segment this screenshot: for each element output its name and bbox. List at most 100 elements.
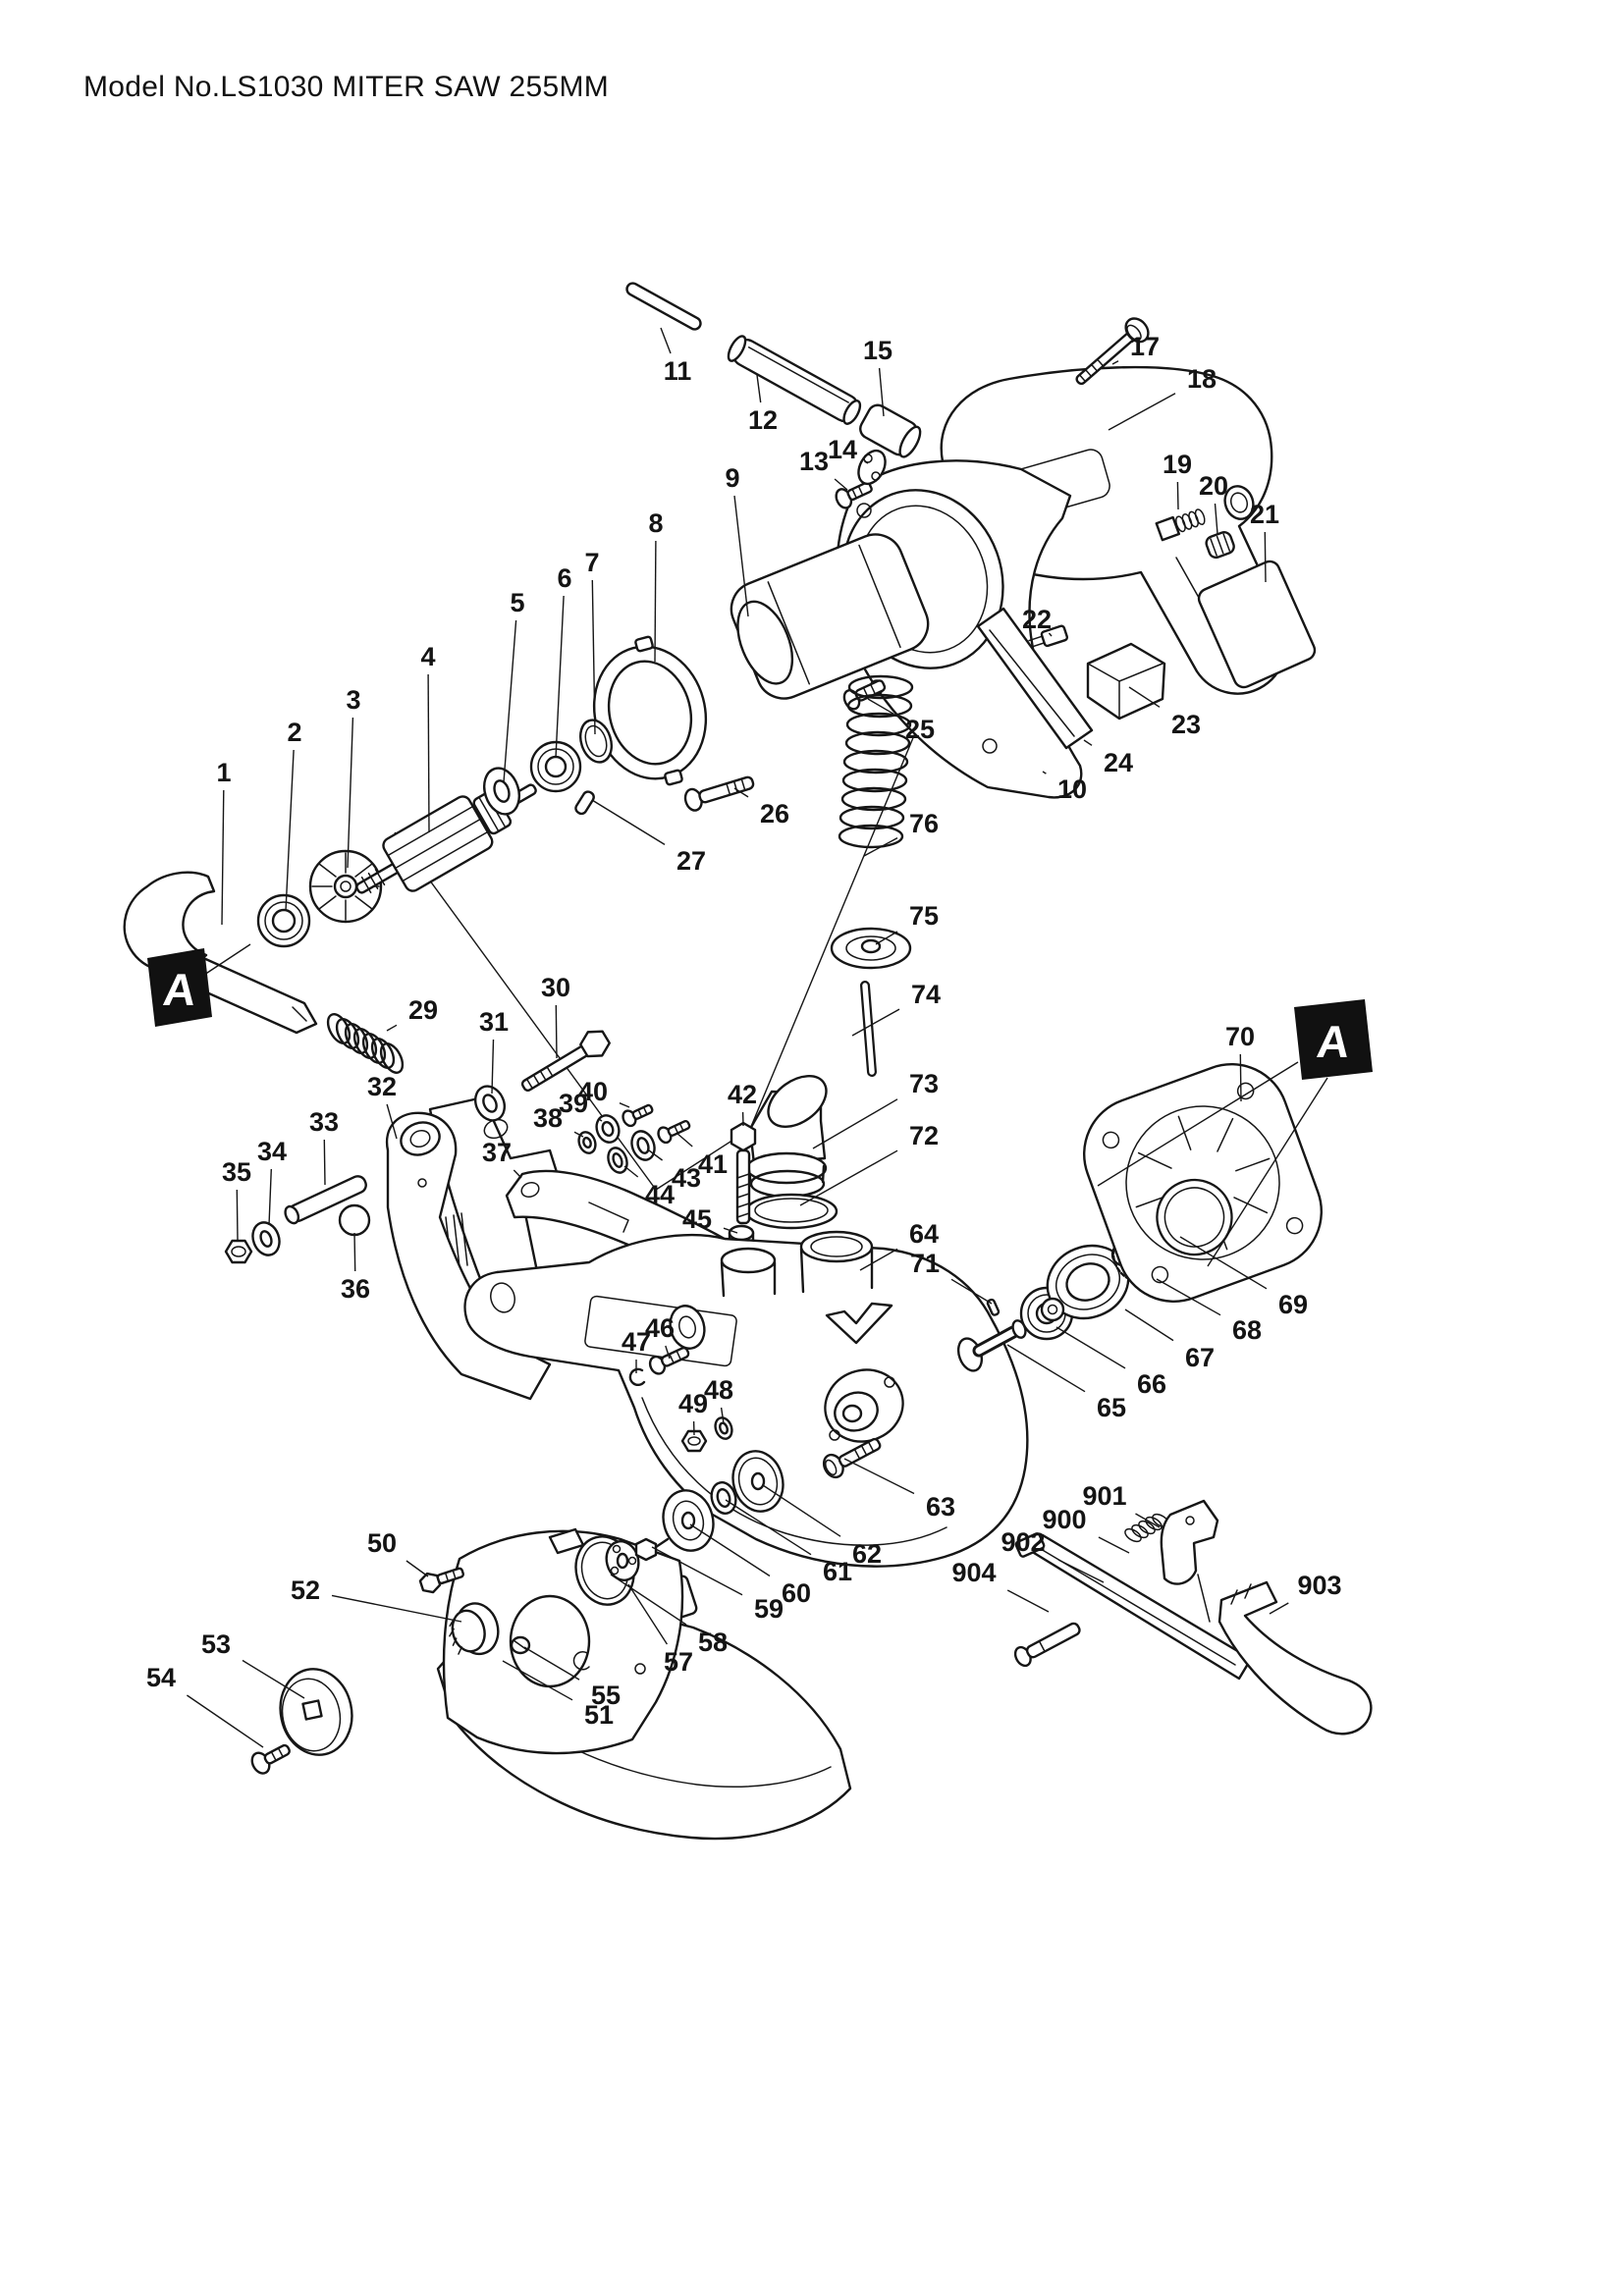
leader-line-48	[720, 1407, 725, 1424]
leader-line-69	[1179, 1236, 1268, 1290]
leader-line-67	[1124, 1308, 1174, 1342]
leader-line-900	[1098, 1536, 1130, 1554]
part-72-oring	[744, 1193, 839, 1230]
part-label-65: 65	[1097, 1393, 1126, 1422]
leader-line-66	[1055, 1326, 1126, 1369]
part-70-gear-housing-cover	[1082, 1062, 1324, 1304]
part-label-54: 54	[146, 1663, 176, 1692]
exploded-view-art	[123, 282, 1373, 1841]
part-3-fan	[308, 849, 383, 924]
leader-line-3	[347, 717, 354, 869]
part-label-25: 25	[905, 715, 935, 744]
leader-line-44	[623, 1165, 639, 1178]
leader-line-5	[503, 619, 517, 783]
part-label-41: 41	[698, 1149, 728, 1179]
part-label-14: 14	[828, 435, 857, 464]
diagram-title: Model No.LS1030 MITER SAW 255MM	[83, 71, 610, 103]
leader-line-71	[950, 1278, 993, 1305]
part-label-904: 904	[951, 1558, 996, 1587]
part-label-17: 17	[1130, 332, 1160, 361]
part-label-43: 43	[672, 1163, 701, 1193]
part-label-38: 38	[533, 1103, 563, 1133]
pivot-fasteners-38-44	[577, 1103, 691, 1174]
leader-line-25	[867, 698, 894, 715]
part-label-70: 70	[1225, 1022, 1255, 1051]
part-label-19: 19	[1163, 450, 1192, 479]
leader-line-29	[386, 1024, 398, 1032]
leader-line-50	[406, 1560, 429, 1577]
part-label-9: 9	[725, 463, 739, 493]
part-54-screw	[250, 1743, 291, 1775]
leader-line-903	[1269, 1602, 1289, 1615]
part-7-oring	[578, 719, 614, 764]
part-label-20: 20	[1199, 471, 1228, 501]
part-label-6: 6	[557, 563, 571, 593]
part-label-15: 15	[863, 336, 893, 365]
part-34-washer	[251, 1221, 281, 1256]
part-label-33: 33	[309, 1107, 339, 1137]
leader-line-61	[725, 1499, 812, 1556]
leader-line-51	[502, 1660, 573, 1701]
leader-line-23	[1128, 686, 1161, 708]
leader-line-46	[665, 1345, 671, 1360]
part-13-screw	[835, 481, 873, 509]
leader-line-12	[756, 374, 762, 403]
part-label-50: 50	[367, 1528, 397, 1558]
part-label-27: 27	[676, 846, 706, 876]
leader-line-18	[1108, 393, 1176, 431]
leader-line-9	[733, 495, 749, 617]
part-22-connector	[1028, 624, 1069, 648]
leader-line-27	[591, 799, 666, 845]
part-label-35: 35	[222, 1157, 251, 1187]
part-label-23: 23	[1171, 710, 1201, 739]
part-12-pipe	[727, 335, 862, 425]
part-label-74: 74	[911, 980, 941, 1009]
part-47-clip	[628, 1367, 646, 1387]
leader-line-45	[723, 1227, 738, 1234]
part-75-cap	[830, 927, 912, 970]
leader-line-74	[851, 1008, 900, 1037]
part-label-69: 69	[1278, 1290, 1308, 1319]
leader-line-63	[843, 1458, 915, 1495]
part-label-49: 49	[678, 1389, 708, 1418]
part-label-64: 64	[909, 1219, 939, 1249]
part-33-pin	[284, 1175, 367, 1225]
part-label-73: 73	[909, 1069, 939, 1098]
part-label-29: 29	[408, 995, 438, 1025]
leader-line-33	[323, 1139, 326, 1186]
part-label-58: 58	[698, 1628, 728, 1657]
part-label-47: 47	[622, 1327, 651, 1357]
leader-line-60	[689, 1523, 771, 1577]
leader-line-36	[353, 1232, 356, 1272]
part-49-nut	[680, 1429, 708, 1453]
leader-line-73	[812, 1098, 898, 1149]
part-19-carbon-brush	[1155, 508, 1206, 542]
part-label-34: 34	[257, 1137, 287, 1166]
leader-line-75	[875, 931, 898, 945]
part-label-63: 63	[926, 1492, 955, 1522]
leader-line-20	[1214, 503, 1218, 535]
leader-line-22	[1048, 632, 1053, 637]
part-74-rod	[860, 981, 877, 1077]
part-label-13: 13	[799, 447, 829, 476]
leader-line-7	[591, 579, 596, 735]
leader-line-41	[676, 1132, 693, 1148]
leader-line-15	[878, 367, 885, 417]
part-9-field	[730, 533, 930, 700]
leader-line-2	[285, 749, 295, 912]
leader-line-37	[513, 1169, 522, 1179]
leader-line-32	[386, 1103, 398, 1140]
part-label-26: 26	[760, 799, 789, 828]
leader-line-6	[555, 595, 565, 759]
part-53-disc	[279, 1668, 353, 1756]
part-label-3: 3	[346, 685, 360, 715]
leader-line-62	[762, 1484, 841, 1537]
leader-line-70	[1239, 1053, 1242, 1102]
part-11-rod	[625, 282, 702, 331]
part-label-32: 32	[367, 1072, 397, 1101]
leader-line-34	[268, 1168, 272, 1226]
leader-line-65	[1006, 1344, 1086, 1393]
part-label-61: 61	[823, 1557, 852, 1586]
